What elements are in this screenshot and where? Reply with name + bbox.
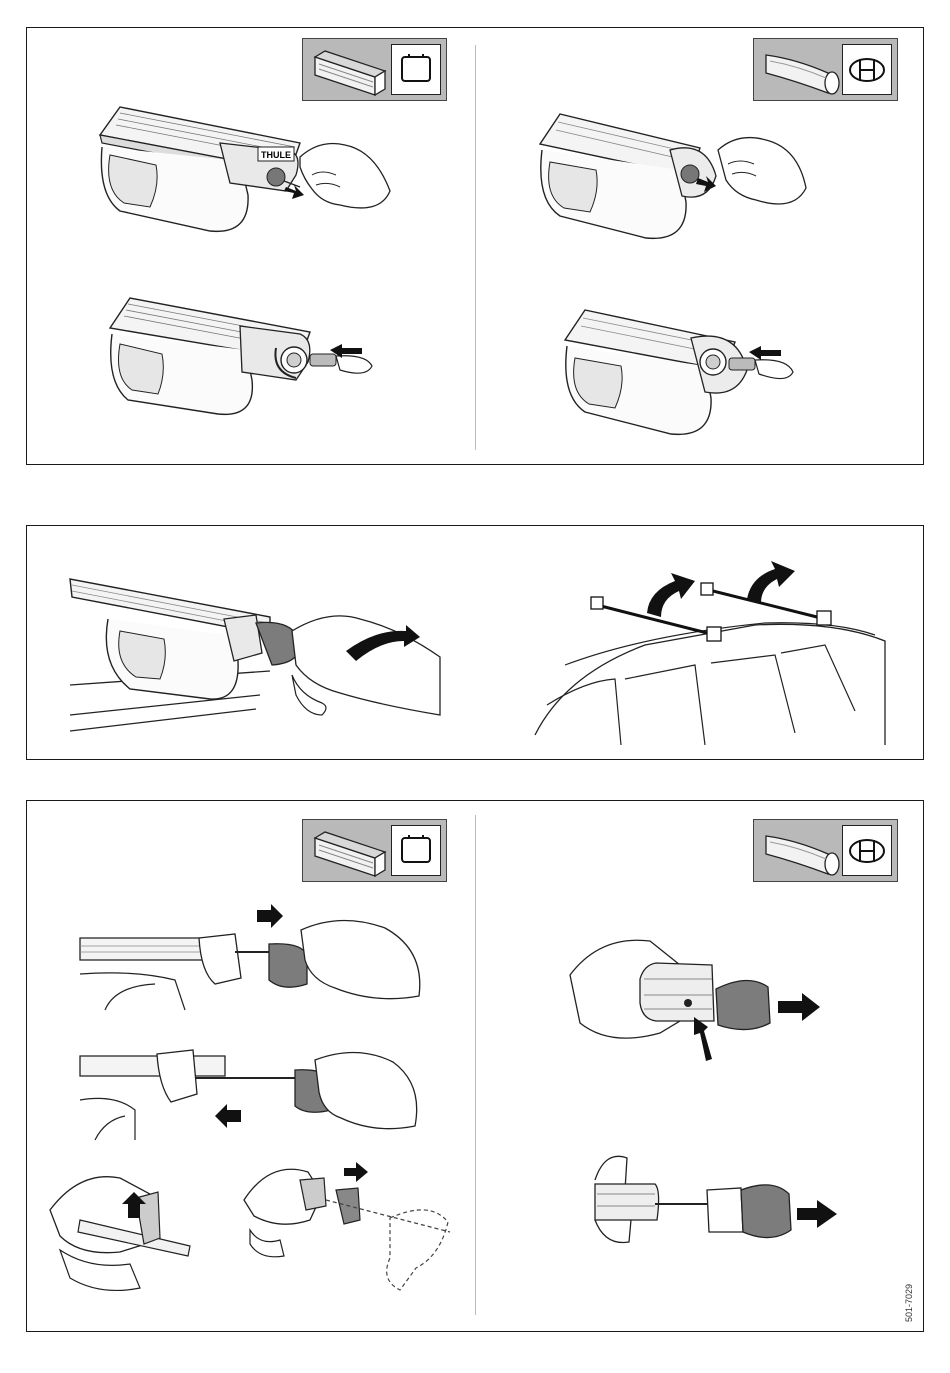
lift-arrow-icon: [647, 573, 695, 617]
bar-foot-square-key-illustration: THULE: [90, 95, 410, 245]
pull-arrow-icon: [778, 993, 820, 1021]
square-endcap-pull-illustration: [75, 900, 435, 1020]
aero-profile-box: [842, 44, 892, 95]
aero-bar-foot-lock-insert-illustration: [555, 300, 855, 440]
aero-bar-foot-key-illustration: [530, 100, 830, 250]
pull-arrow-icon: [344, 1162, 368, 1182]
pull-arrow-icon: [797, 1200, 837, 1228]
endcap-tab-release-illustration: [40, 1160, 200, 1300]
square-bar-profile-icon: [305, 820, 395, 883]
square-bar-profile-icon: [305, 39, 395, 102]
square-profile-box: [391, 44, 441, 95]
square-profile-icon: [392, 826, 440, 875]
bar-foot-square-lock-insert-illustration: [100, 292, 400, 422]
square-bar-badge: [302, 38, 447, 101]
bar-foot-tighten-illustration: [60, 565, 460, 745]
aero-bar-profile-icon: [756, 39, 846, 102]
aero-bar-profile-icon: [756, 820, 846, 883]
panel-divider: [475, 45, 476, 450]
thule-brand-label: THULE: [261, 150, 291, 160]
aero-profile-icon: [843, 826, 891, 875]
pull-arrow-icon: [257, 904, 283, 928]
aero-bar-badge: [753, 819, 898, 882]
aero-bar-badge: [753, 38, 898, 101]
aero-profile-box: [842, 825, 892, 876]
document-number: 501-7029: [904, 1262, 914, 1322]
square-bar-badge: [302, 819, 447, 882]
push-arrow-icon: [215, 1104, 241, 1128]
push-up-arrow-icon: [694, 1017, 712, 1061]
aero-endcap-press-release-illustration: [560, 935, 840, 1065]
square-profile-box: [391, 825, 441, 876]
aero-profile-icon: [843, 45, 891, 94]
aero-endcap-withdraw-illustration: [585, 1150, 865, 1260]
square-endcap-withdraw-illustration: [75, 1040, 435, 1150]
endcap-detach-illustration: [240, 1160, 460, 1300]
lift-arrow-icon: [747, 561, 795, 603]
panel-divider: [475, 815, 476, 1315]
square-profile-icon: [392, 45, 440, 94]
car-roof-bars-illustration: [525, 555, 905, 755]
